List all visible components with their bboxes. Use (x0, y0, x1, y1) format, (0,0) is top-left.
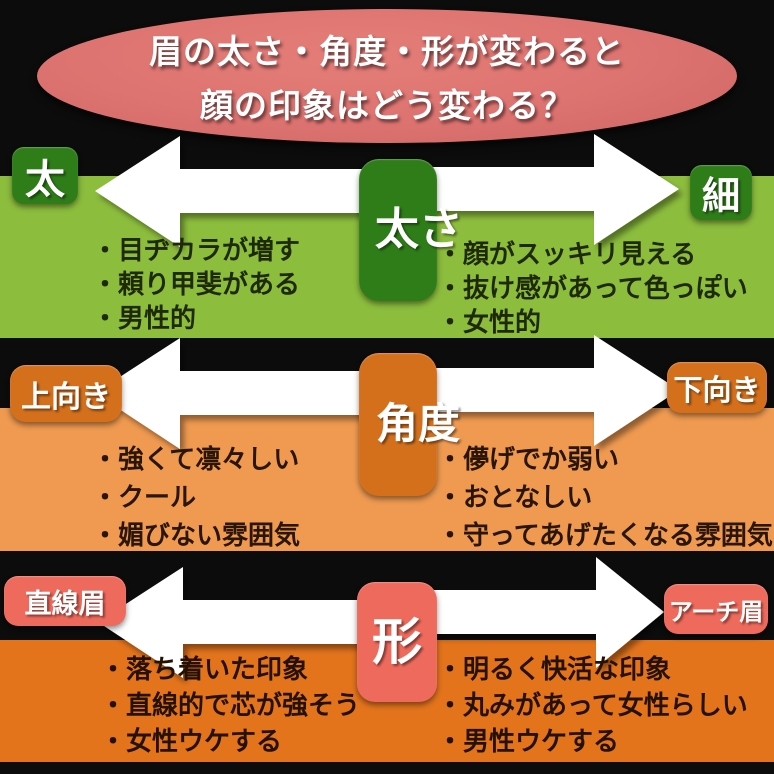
upward-label: 上向き (21, 380, 111, 414)
list-item: ・守ってあげたくなる雰囲気 (437, 520, 773, 550)
angle-title: 角度 (375, 400, 460, 448)
list-item: ・丸みがあって女性らしい (437, 690, 748, 720)
thin-impressions-list: ・顔がスッキリ見える ・抜け感があって色っぽい ・女性的 (437, 237, 748, 339)
list-item: ・目ヂカラが増す (92, 235, 301, 265)
list-item: ・女性ウケする (100, 726, 283, 756)
arrow-left-icon (95, 136, 366, 247)
arch-brow-impressions-list: ・明るく快活な印象 ・丸みがあって女性らしい ・男性ウケする (437, 651, 748, 759)
thickness-title: 太さ (374, 205, 463, 255)
list-item: ・おとなしい (437, 482, 593, 512)
downward-impressions-list: ・儚げでか弱い ・おとなしい ・守ってあげたくなる雰囲気 (437, 440, 773, 554)
list-item: ・強くて凛々しい (92, 444, 300, 474)
thick-label: 太 (25, 157, 65, 202)
list-item: ・儚げでか弱い (437, 444, 620, 474)
title-banner: 眉の太さ・角度・形が変わると 顔の印象はどう変わる？ (37, 9, 737, 143)
title-line-1: 眉の太さ・角度・形が変わると (149, 33, 625, 70)
list-item: ・直線的で芯が強そう (100, 690, 361, 720)
upward-impressions-list: ・強くて凛々しい ・クール ・媚びない雰囲気 (92, 440, 300, 554)
list-item: ・男性ウケする (437, 726, 620, 756)
arch-brow-label: アーチ眉 (668, 598, 764, 626)
list-item: ・頼り甲斐がある (92, 269, 301, 299)
list-item: ・クール (92, 482, 197, 512)
downward-label-badge: 下向き (667, 362, 767, 413)
thin-label-badge: 細 (690, 165, 752, 220)
arrow-left-icon (98, 567, 366, 678)
thickness-title-badge: 太さ (359, 159, 463, 301)
upward-label-badge: 上向き (10, 365, 122, 422)
list-item: ・男性的 (92, 303, 197, 333)
shape-title: 形 (372, 614, 422, 670)
list-item: ・抜け感があって色っぽい (437, 273, 748, 303)
arrow-right-icon (430, 335, 679, 446)
shape-title-badge: 形 (357, 582, 437, 702)
arch-brow-label-badge: アーチ眉 (664, 584, 768, 634)
thin-label: 細 (701, 176, 740, 218)
arrow-left-icon (95, 338, 366, 449)
straight-brow-impressions-list: ・落ち着いた印象 ・直線的で芯が強そう ・女性ウケする (100, 651, 360, 759)
straight-brow-label: 直線眉 (24, 588, 106, 619)
list-item: ・顔がスッキリ見える (437, 239, 697, 269)
downward-label: 下向き (673, 374, 761, 407)
list-item: ・落ち着いた印象 (100, 654, 309, 684)
list-item: ・明るく快活な印象 (437, 654, 672, 684)
arrow-right-icon (430, 134, 679, 245)
list-item: ・媚びない雰囲気 (92, 520, 301, 550)
title-line-2: 顔の印象はどう変わる？ (200, 87, 574, 124)
arrow-right-icon (434, 557, 664, 668)
list-item: ・女性的 (437, 307, 542, 337)
straight-brow-label-badge: 直線眉 (4, 576, 126, 626)
thick-label-badge: 太 (12, 147, 78, 204)
angle-title-badge: 角度 (359, 353, 460, 496)
thick-impressions-list: ・目ヂカラが増す ・頼り甲斐がある ・男性的 (92, 233, 300, 335)
